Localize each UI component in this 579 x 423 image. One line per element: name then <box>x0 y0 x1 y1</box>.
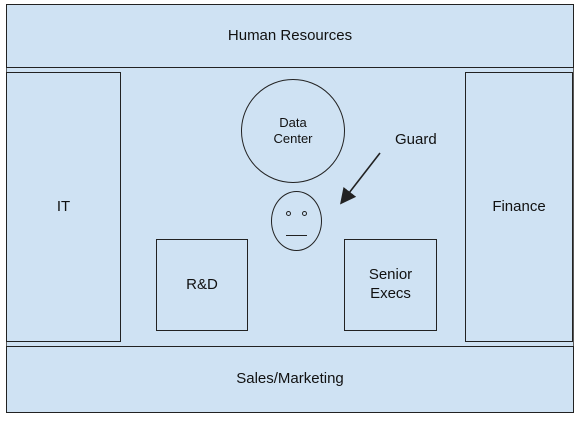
senior-execs-label-line2: Execs <box>370 285 411 302</box>
senior-execs-label: Senior Execs <box>369 266 412 304</box>
guard-label: Guard <box>395 131 437 148</box>
it-area: IT <box>6 72 121 342</box>
guard-left-eye <box>286 211 291 216</box>
rd-label: R&D <box>186 275 218 293</box>
senior-execs-room: Senior Execs <box>344 239 437 331</box>
human-resources-label: Human Resources <box>227 26 353 44</box>
finance-area: Finance <box>465 72 573 342</box>
guard-face-icon <box>271 191 322 251</box>
data-center-label-line1: Data <box>279 114 307 130</box>
guard-mouth <box>286 235 307 236</box>
rd-room: R&D <box>156 239 248 331</box>
finance-label: Finance <box>492 197 546 215</box>
data-center-label-line2: Center <box>273 131 313 146</box>
sales-marketing-area: Sales/Marketing <box>6 346 574 413</box>
it-label: IT <box>56 197 71 215</box>
data-center-label: Data Center <box>273 115 312 148</box>
senior-execs-label-line1: Senior <box>368 266 413 284</box>
sales-marketing-label: Sales/Marketing <box>236 370 344 388</box>
human-resources-area: Human Resources <box>6 4 574 68</box>
guard-right-eye <box>302 211 307 216</box>
data-center-circle: Data Center <box>241 79 345 183</box>
